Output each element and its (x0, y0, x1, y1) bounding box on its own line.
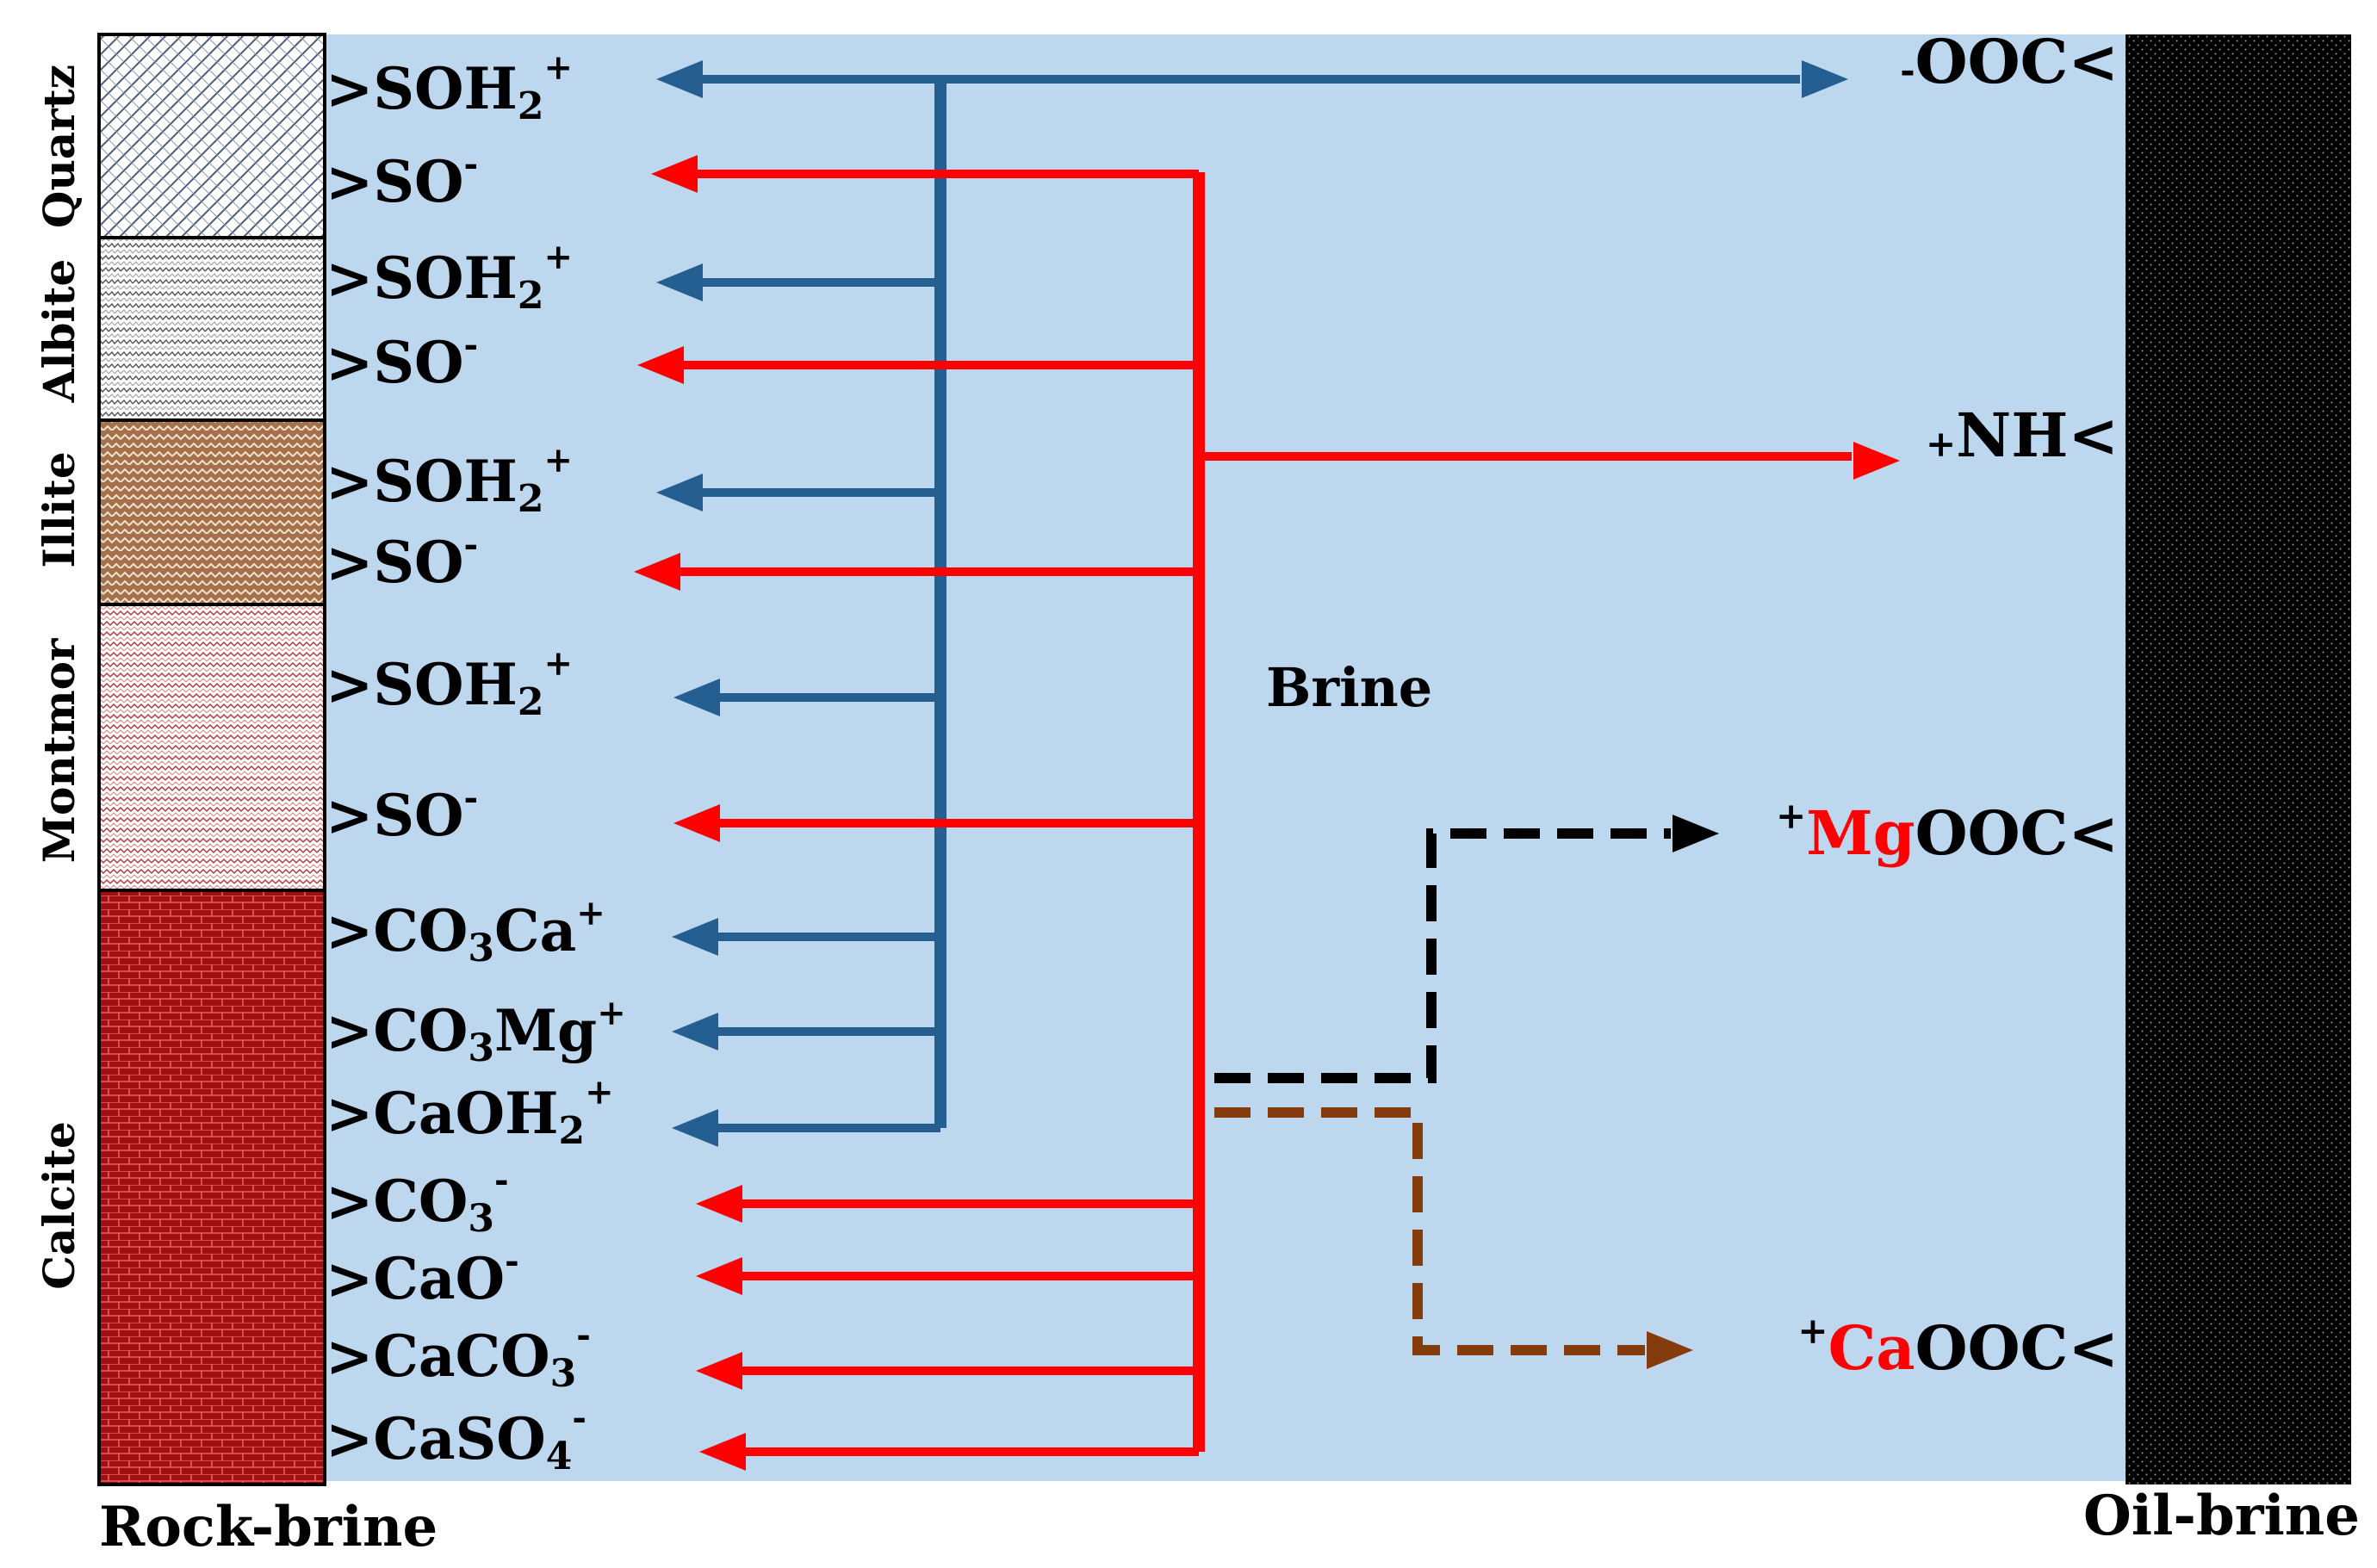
mineral-label: Albite (34, 259, 84, 404)
surface-site-label: >CaSO4- (326, 1398, 586, 1478)
mineral-label: Calcite (34, 1121, 84, 1290)
surface-site-label: >SO- (326, 144, 478, 215)
surface-site-label: >SOH2+ (326, 237, 573, 318)
arrow-head (672, 1109, 718, 1147)
mineral-calcite-block (97, 889, 326, 1486)
surface-site-labels: >SOH2+ >SO- >SOH2+ >SO- >SOH2+ >SO- >SOH… (326, 47, 626, 1478)
red-arrow-network (634, 155, 1900, 1471)
mineral-montmor-block (97, 603, 326, 892)
arrow-head (1853, 442, 1900, 480)
brine-label: Brine (1266, 656, 1432, 719)
mineral-quartz-block (97, 33, 326, 239)
oil-site-label: +NH< (1926, 400, 2119, 471)
arrow-head (673, 804, 720, 842)
mineral-label: Illite (34, 451, 84, 567)
surface-site-label: >SO- (326, 524, 478, 596)
arrow-head (656, 60, 703, 98)
arrow-head (1673, 815, 1719, 852)
arrow-head (1647, 1331, 1693, 1369)
surface-site-label: >SOH2+ (326, 47, 573, 128)
surface-site-label: >CO3Mg+ (326, 993, 626, 1070)
brine-region (188, 34, 2126, 1481)
mineral-illite-block (97, 418, 326, 606)
surface-site-label: >SOH2+ (326, 440, 573, 521)
rock-brine-label: Rock-brine (99, 1495, 438, 1559)
oil-brine-label: Oil-brine (2083, 1484, 2360, 1548)
mineral-label: Quartz (34, 65, 84, 228)
mineral-label: Montmor (34, 638, 84, 863)
blue-arrow-network (656, 60, 1848, 1147)
arrow-head (656, 474, 703, 511)
oil-column (2126, 34, 2351, 1484)
oil-site-label: +CaOOC< (1797, 1310, 2119, 1384)
arrow-head (696, 1185, 742, 1223)
arrow-head (672, 918, 718, 956)
arrow-head (673, 679, 720, 716)
mineral-albite-block (97, 236, 326, 422)
surface-site-label: >SO- (326, 325, 478, 396)
arrow-head (696, 1352, 742, 1390)
arrow-head (651, 155, 698, 193)
mineral-column (97, 33, 326, 1486)
dashed-arrow-network (1214, 815, 1719, 1369)
arrow-head (672, 1013, 718, 1050)
arrow-head (1802, 60, 1848, 98)
surface-site-label: >CaO- (326, 1241, 519, 1312)
arrow-head (696, 1257, 742, 1295)
oil-site-labels: -OOC< +NH< +MgOOC< +CaOOC< (1776, 26, 2119, 1384)
arrow-head (699, 1433, 746, 1471)
surface-site-label: >CO3Ca+ (326, 893, 605, 970)
surface-site-label: >CaOH2+ (326, 1072, 614, 1153)
ca-dashed-path (1214, 1107, 1645, 1355)
arrow-head (656, 263, 703, 301)
surface-site-label: >SOH2+ (326, 643, 573, 724)
surface-site-label: >CaCO3- (326, 1315, 591, 1396)
mineral-labels: Quartz Albite Illite Montmor Calcite (34, 65, 84, 1290)
oil-site-label: +MgOOC< (1776, 795, 2119, 869)
oil-site-label: -OOC< (1900, 26, 2119, 97)
surface-site-label: >CO3- (326, 1160, 509, 1241)
surface-site-label: >SO- (326, 778, 478, 849)
arrow-head (634, 553, 680, 591)
arrow-head (637, 346, 684, 384)
mg-dashed-path (1214, 828, 1671, 1083)
